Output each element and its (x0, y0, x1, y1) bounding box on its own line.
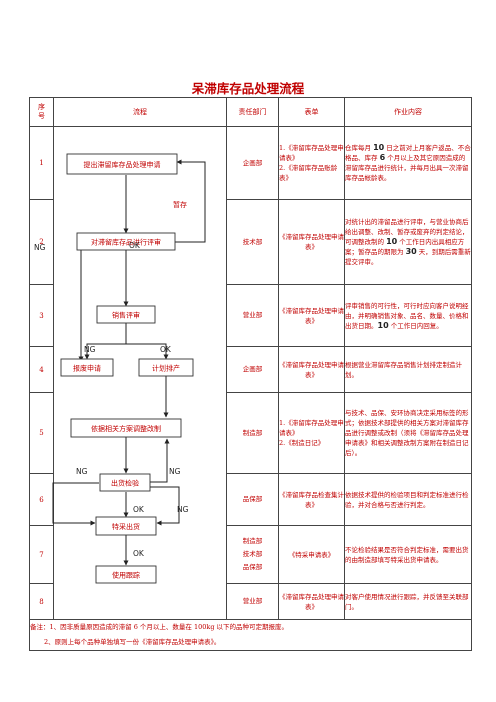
row-work: 根据营业滞留库存品销售计划排定制造计划。 (344, 346, 472, 393)
row-dept: 企画部 (226, 346, 279, 393)
header-work: 作业内容 (344, 97, 472, 127)
header-flow: 流程 (53, 97, 227, 127)
table-row: 7 制造部技术部品保部 《特采申请表》 不论检验结果是否符合判定标准，需要出货的… (29, 525, 472, 584)
row-dept: 企画部 (226, 126, 279, 200)
header-dept: 责任部门 (226, 97, 279, 127)
flow-cell (53, 126, 227, 620)
row-form: 《滞留库存品处理申请表》 (278, 346, 345, 393)
row-work: 对客户使用情况进行跟踪，并反馈至关联部门。 (344, 583, 472, 620)
header-row: 序号 流程 责任部门 表单 作业内容 (29, 97, 472, 127)
page-title: 呆滞库存品处理流程 (191, 81, 305, 96)
row-dept: 品保部 (226, 473, 279, 526)
notes: 备注：1、因非质量原因造成的滞留 6 个月以上、数量在 100kg 以下的品种可… (29, 619, 472, 651)
table-row: 5 制造部 1.《滞留库存品处理申请表》2.《制造日记》 与技术、品保、安环协商… (29, 392, 472, 474)
note-1: 备注：1、因非质量原因造成的滞留 6 个月以上、数量在 100kg 以下的品种可… (30, 623, 289, 631)
header-form: 表单 (278, 97, 345, 127)
row-seq: 2 (29, 199, 54, 285)
table-row: 2 技术部 《滞留库存品处理申请表》 对统计出的滞留品进行评审，与营业协商后给出… (29, 199, 472, 285)
row-dept: 制造部 (226, 392, 279, 474)
table-row: 3 营业部 《滞留库存品处理申请表》 评审销售的可行性，可行时应向客户说明经由，… (29, 284, 472, 347)
row-seq: 4 (29, 346, 54, 393)
notes-row: 备注：1、因非质量原因造成的滞留 6 个月以上、数量在 100kg 以下的品种可… (29, 619, 472, 651)
row-form: 1.《滞留库存品处理申请表》2.《制造日记》 (278, 392, 345, 474)
row-seq: 3 (29, 284, 54, 347)
row-seq: 1 (29, 126, 54, 200)
row-work: 不论检验结果是否符合判定标准，需要出货的由制造部填写特采出货申请表。 (344, 525, 472, 584)
row-dept: 营业部 (226, 583, 279, 620)
process-table: 序号 流程 责任部门 表单 作业内容 1 企画部 1.《滞留库存品处理申请表》2… (29, 97, 472, 651)
row-work: 依据技术提供的检验项目和判定标准进行检验，并对合格与否进行判定。 (344, 473, 472, 526)
row-work: 与技术、品保、安环协商决定采用标签的形式；依据技术部提供的相关方案对滞留库存品进… (344, 392, 472, 474)
row-dept: 营业部 (226, 284, 279, 347)
row-seq: 7 (29, 525, 54, 584)
row-form: 《滞留库存品处理申请表》 (278, 284, 345, 347)
table-row: 6 品保部 《滞留库存品检查集计表》 依据技术提供的检验项目和判定标准进行检验，… (29, 473, 472, 526)
row-seq: 8 (29, 583, 54, 620)
note-2: 2、原则上每个品种单独填写一份《滞留库存品处理申请表》。 (44, 638, 221, 646)
row-work: 对统计出的滞留品进行评审，与营业协商后给出调整、改制、暂存或废弃的判定结论，可调… (344, 199, 472, 285)
table-row: 8 营业部 《滞留库存品处理申请表》 对客户使用情况进行跟踪，并反馈至关联部门。 (29, 583, 472, 620)
header-seq: 序号 (29, 97, 54, 127)
row-form: 《滞留库存品处理申请表》 (278, 583, 345, 620)
row-form: 《滞留库存品处理申请表》 (278, 199, 345, 285)
row-form: 《滞留库存品检查集计表》 (278, 473, 345, 526)
row-seq: 5 (29, 392, 54, 474)
row-form: 《特采申请表》 (278, 525, 345, 584)
row-form: 1.《滞留库存品处理申请表》2.《滞留库存品账龄表》 (278, 126, 345, 200)
row-work: 评审销售的可行性，可行时应向客户说明经由，并明确销售对象、品名、数量、价格和出货… (344, 284, 472, 347)
table-row: 1 企画部 1.《滞留库存品处理申请表》2.《滞留库存品账龄表》 仓库每月 10… (29, 126, 472, 620)
table-row: 4 企画部 《滞留库存品处理申请表》 根据营业滞留库存品销售计划排定制造计划。 (29, 346, 472, 393)
row-seq: 6 (29, 473, 54, 526)
row-dept: 制造部技术部品保部 (226, 525, 279, 584)
row-work: 仓库每月 10 日之前对上月客户返品、不合格品、库存 6 个月以上及其它原因造成… (344, 126, 472, 200)
row-dept: 技术部 (226, 199, 279, 285)
